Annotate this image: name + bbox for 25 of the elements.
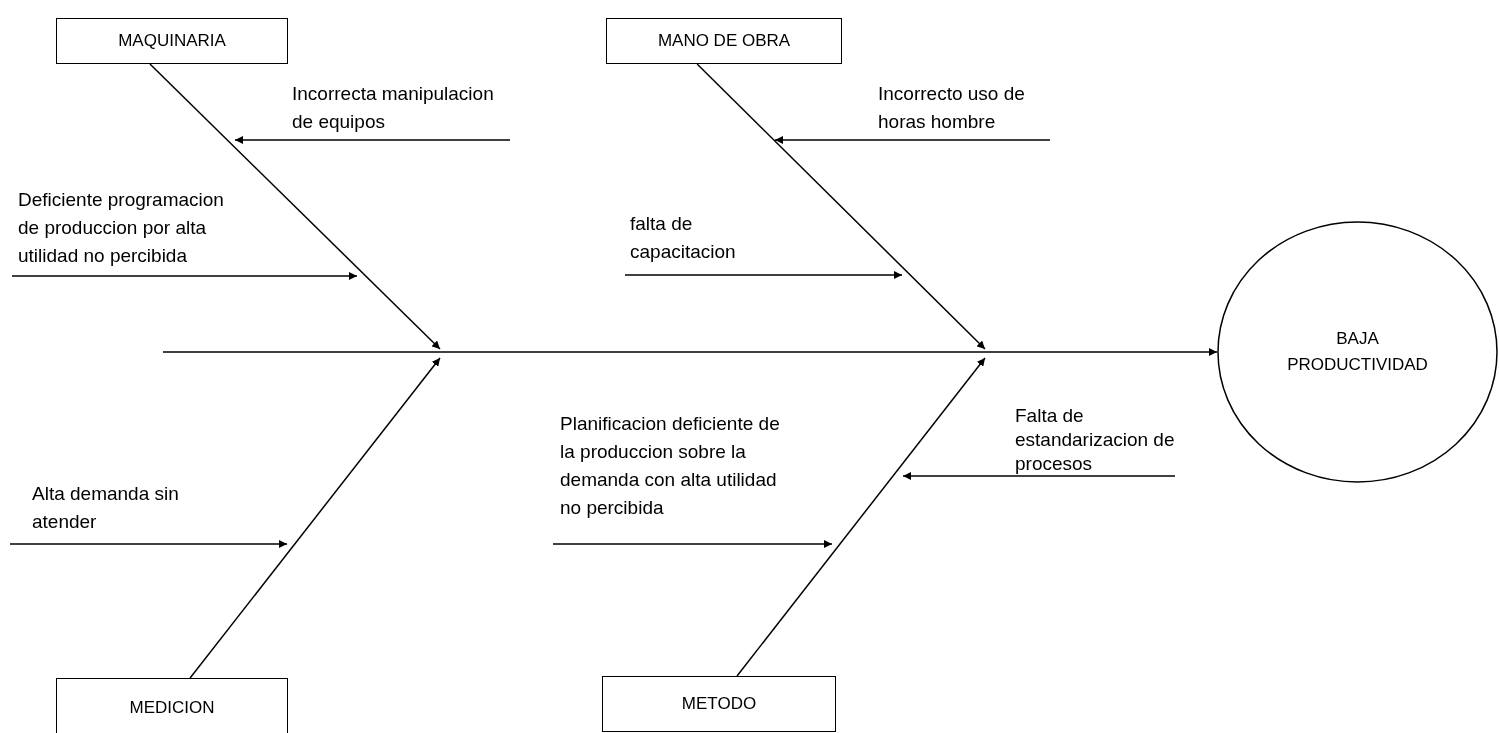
- category-box: METODO: [602, 676, 836, 732]
- spine-arrow: [162, 348, 1218, 356]
- cause-text: falta de capacitacion: [625, 210, 790, 275]
- bone-arrow: [696, 63, 986, 350]
- effect-text: BAJA PRODUCTIVIDAD: [1286, 328, 1429, 376]
- cause-arrow: [11, 272, 358, 280]
- cause-text: Incorrecto uso de horas hombre: [878, 80, 1050, 140]
- cause-arrow: [902, 472, 1176, 480]
- cause-arrow: [774, 136, 1051, 144]
- cause-arrow: [552, 540, 833, 548]
- cause-text: Falta de estandarizacion de procesos: [1015, 404, 1175, 476]
- bone-arrow: [149, 63, 441, 350]
- cause-text: Alta demanda sin atender: [10, 480, 200, 544]
- bone-arrow: [189, 357, 441, 679]
- cause-arrow: [624, 271, 903, 279]
- cause-arrow: [234, 136, 511, 144]
- cause-arrow: [9, 540, 288, 548]
- bone-arrow: [736, 357, 986, 677]
- category-box: MEDICION: [56, 678, 288, 733]
- cause-text: Incorrecta manipulacion de equipos: [292, 80, 510, 140]
- effect-ellipse: [1217, 221, 1498, 483]
- category-box: MANO DE OBRA: [606, 18, 842, 64]
- cause-text: Deficiente programacion de produccion por alta utilidad no percibida: [12, 186, 290, 276]
- category-box: MAQUINARIA: [56, 18, 288, 64]
- cause-text: Planificacion deficiente de la produccion sobre la demanda con alta utilidad no percibida: [553, 410, 800, 544]
